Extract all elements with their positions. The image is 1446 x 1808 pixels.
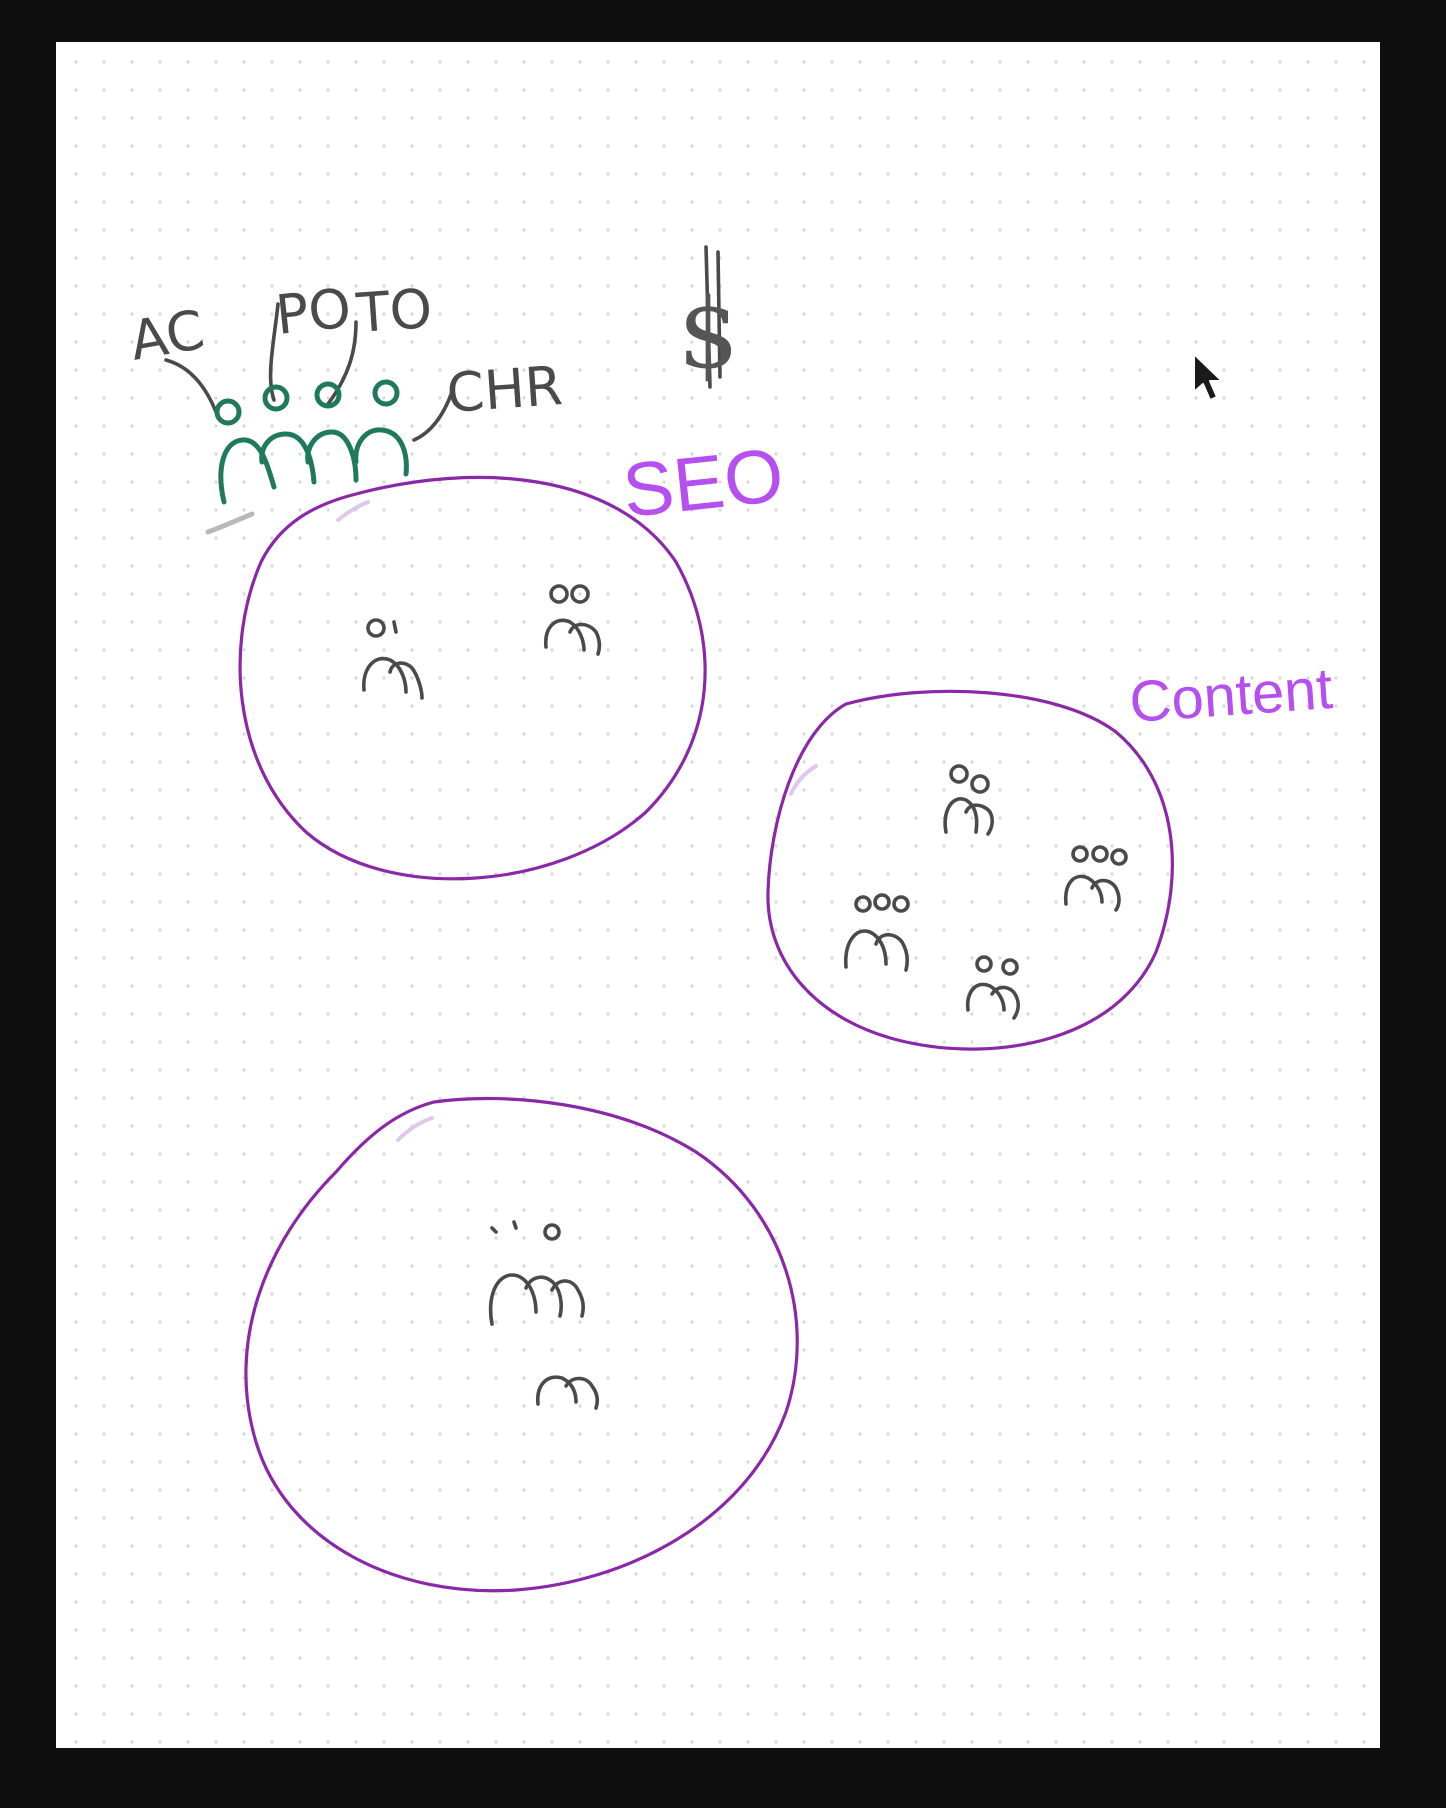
stakeholder-figures: [205, 379, 409, 535]
group-label-content: Content: [1127, 656, 1334, 735]
label-to: TO: [354, 277, 435, 345]
pointer-arrow-icon: [1193, 353, 1223, 401]
group-circle-content: [766, 689, 1174, 1051]
sketch-layer: AC PO TO CHR: [125, 245, 1335, 1593]
label-po: PO: [273, 276, 354, 347]
stakeholder-connectors: [164, 302, 454, 442]
label-chr: CHR: [445, 354, 565, 425]
dollar-symbol: $: [678, 278, 739, 390]
group-circle-unlabeled: [244, 1096, 799, 1593]
group-circle-seo: [238, 475, 707, 881]
group-label-seo: SEO: [619, 433, 788, 534]
group-seo: SEO: [238, 433, 788, 881]
group-content: Content: [766, 656, 1335, 1051]
whiteboard-canvas[interactable]: AC PO TO CHR: [56, 42, 1380, 1748]
figures-seo: [362, 584, 602, 700]
dollar-sketch: $: [678, 245, 739, 390]
group-unlabeled: [244, 1096, 799, 1593]
stakeholder-labels: AC PO TO CHR: [125, 276, 564, 425]
figures-unlabeled: [488, 1220, 599, 1410]
figures-content: [844, 764, 1128, 1020]
